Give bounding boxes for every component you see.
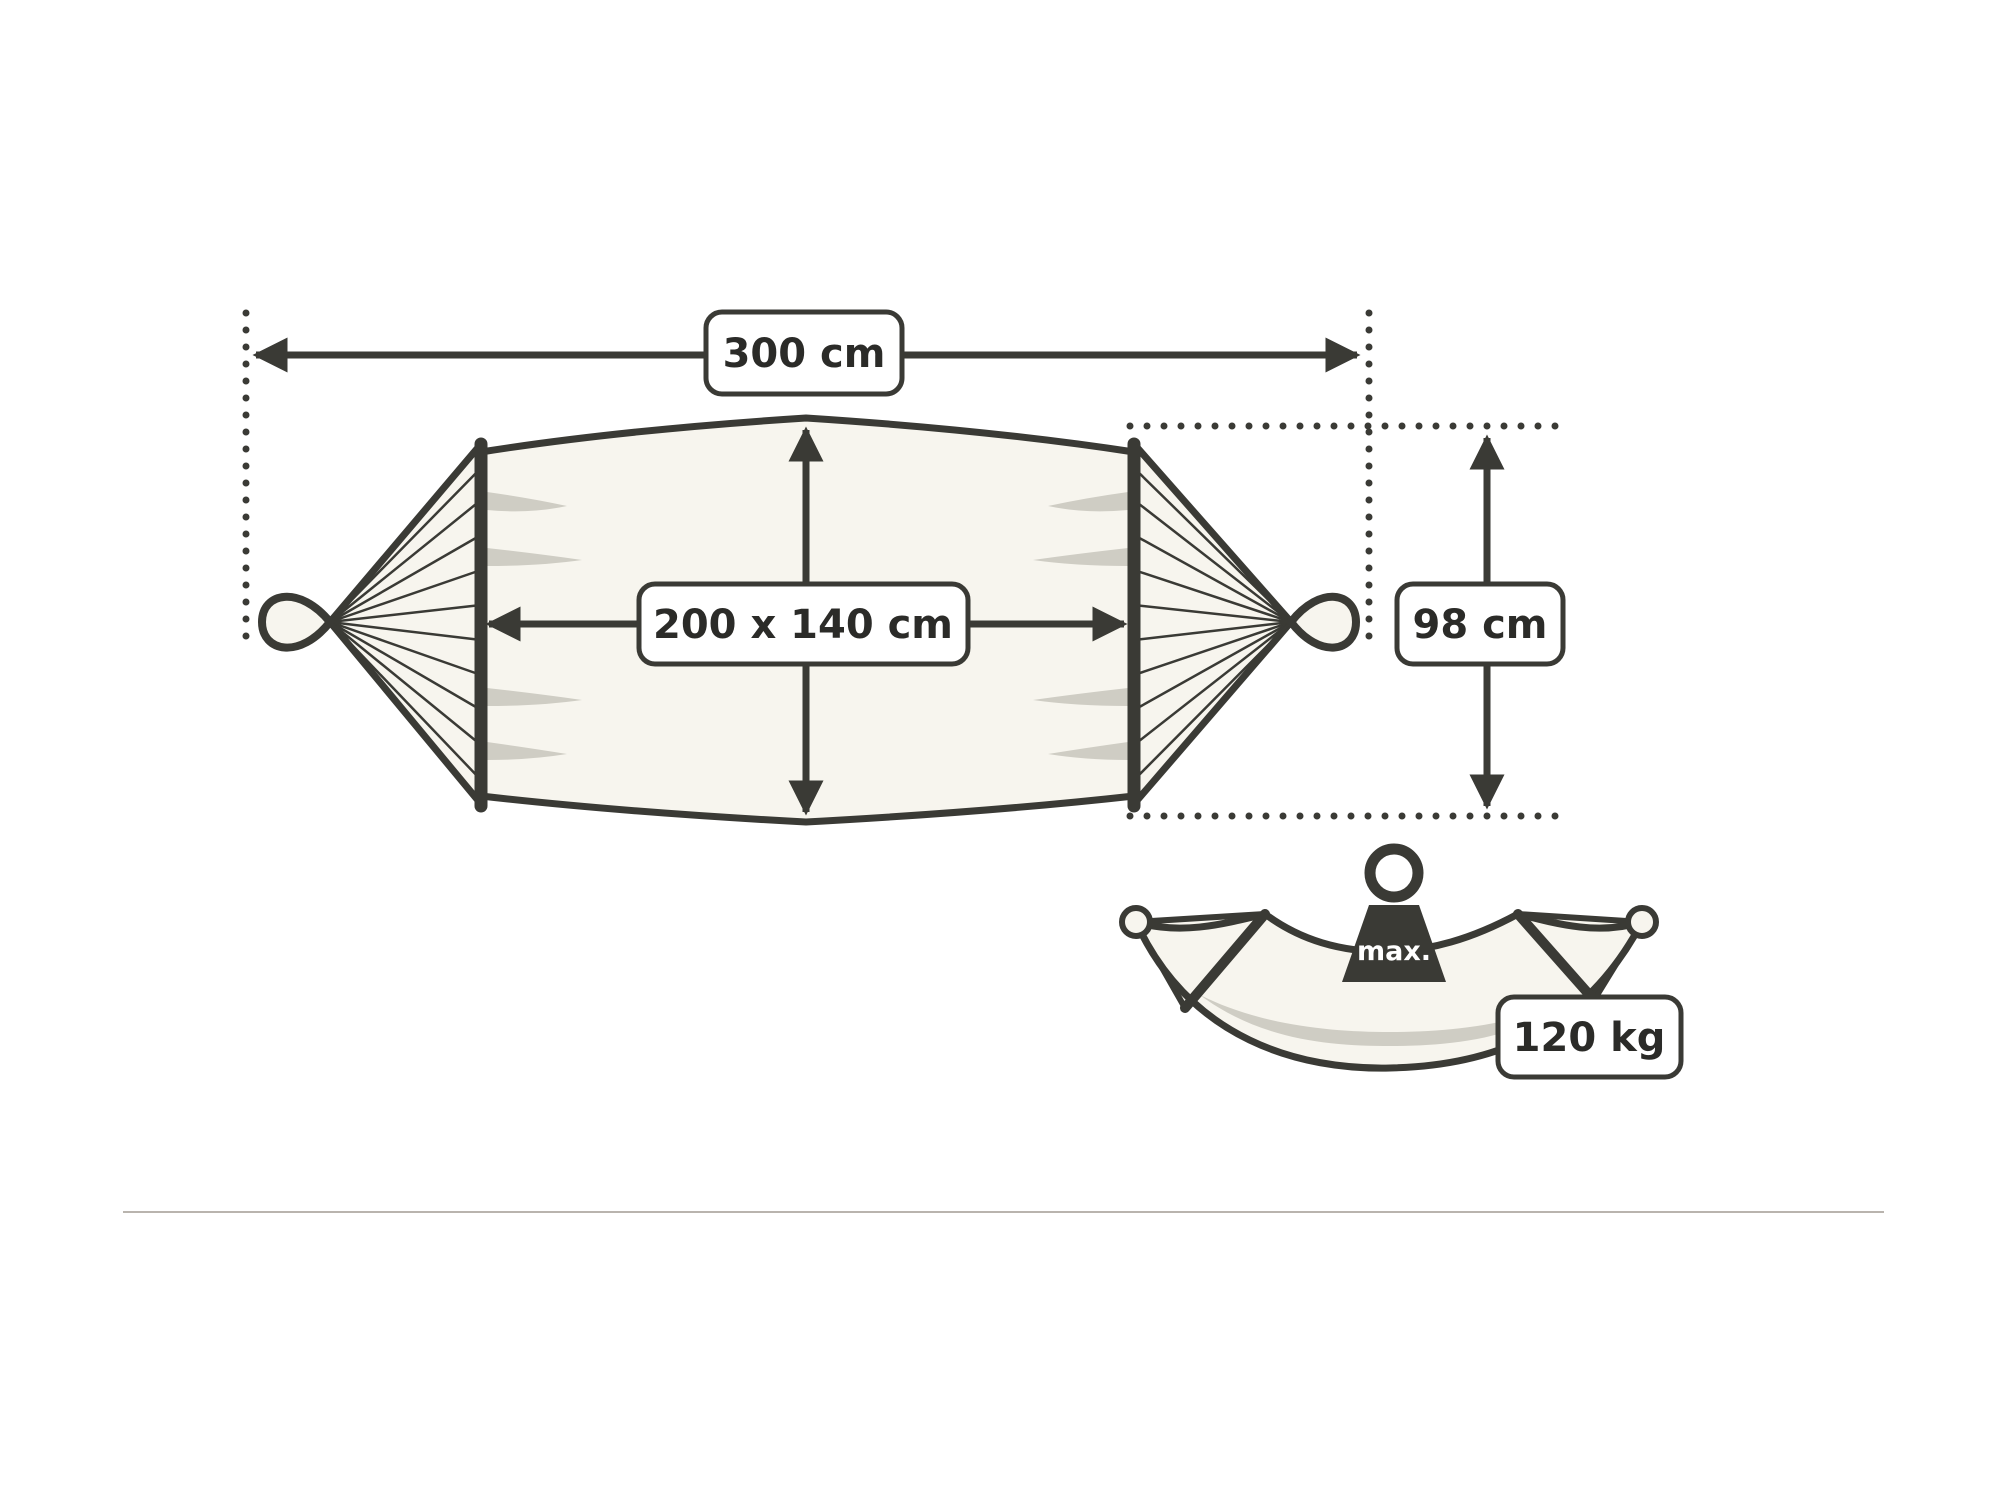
- weight-icon: max.: [1342, 843, 1446, 982]
- side-right-hook: [1625, 905, 1659, 939]
- label-bed-size: 200 x 140 cm: [636, 581, 971, 667]
- spreader-width-text: 98 cm: [1413, 602, 1548, 648]
- bed-size-text: 200 x 140 cm: [653, 602, 953, 648]
- fabric-folds: [487, 492, 1128, 760]
- left-rope-lines: [329, 467, 482, 781]
- weight-tag-text: max.: [1357, 936, 1431, 967]
- side-left-hook: [1119, 905, 1153, 939]
- total-length-text: 300 cm: [723, 331, 886, 377]
- label-spreader-width: 98 cm: [1394, 581, 1566, 667]
- right-rope-lines: [1133, 467, 1292, 781]
- side-left-spreader: [1180, 909, 1270, 1013]
- right-hanging-ring: [1285, 592, 1361, 652]
- label-total-length: 300 cm: [703, 309, 905, 397]
- side-fabric-shade: [1200, 995, 1580, 1046]
- left-hanging-ring: [257, 592, 336, 652]
- dotted-guides: [242, 309, 1569, 820]
- label-max-load: 120 kg: [1495, 994, 1684, 1080]
- side-right-spreader: [1513, 909, 1599, 1005]
- max-load-text: 120 kg: [1513, 1015, 1666, 1061]
